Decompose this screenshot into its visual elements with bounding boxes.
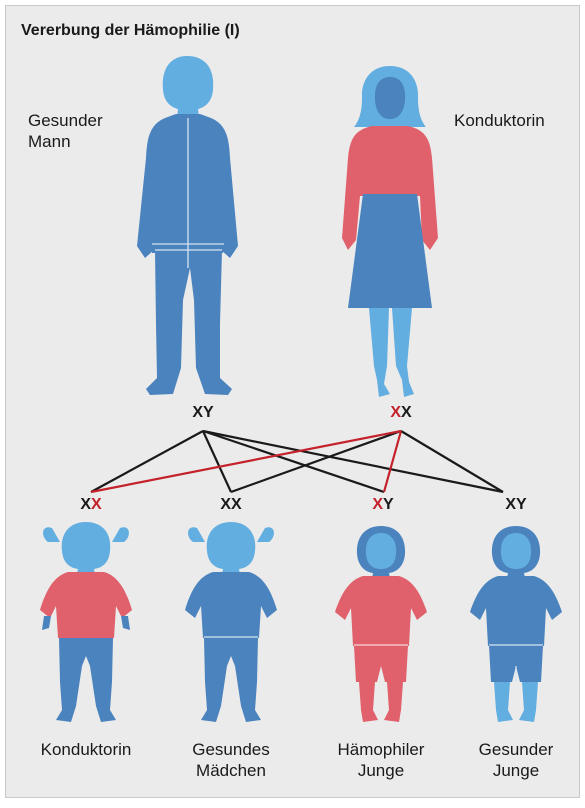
mother-figure xyxy=(342,66,438,397)
mother-allele-2: X xyxy=(401,404,412,421)
child-4-allele-1: X xyxy=(505,496,516,513)
child-2-allele-1: X xyxy=(220,496,231,513)
father-figure xyxy=(137,56,238,395)
child-caption-4: Gesunder Junge xyxy=(451,739,581,781)
child-4-allele-2: Y xyxy=(516,496,527,513)
child-4-caption-line1: Gesunder xyxy=(478,740,554,759)
child-figure-4 xyxy=(470,526,562,722)
child-2-allele-2: X xyxy=(231,496,242,513)
diagram-panel: Vererbung der Hämophilie (I) xyxy=(5,5,580,798)
father-label-line2: Mann xyxy=(28,132,71,151)
mother-label: Konduktorin xyxy=(454,111,545,130)
child-2-caption-line1: Gesundes xyxy=(192,740,270,759)
father-trousers xyxy=(146,250,232,395)
mother-face xyxy=(374,77,406,119)
child-caption-1: Konduktorin xyxy=(21,739,151,760)
mother-genotype: XX xyxy=(381,404,421,422)
diagram-title: Vererbung der Hämophilie (I) xyxy=(21,22,240,39)
father-head xyxy=(162,56,214,118)
child-4-caption-line2: Junge xyxy=(492,761,540,780)
child-caption-3: Hämophiler Junge xyxy=(316,739,446,781)
child-figure-2 xyxy=(185,522,277,722)
father-allele-1: X xyxy=(192,404,203,421)
child-figure-1 xyxy=(40,522,132,722)
child-1-allele-2: X xyxy=(91,496,102,513)
father-allele-2: Y xyxy=(203,404,214,421)
child-genotype-4: XY xyxy=(496,496,536,514)
child-3-allele-1: X xyxy=(372,496,383,513)
child-3-caption-line2: Junge xyxy=(357,761,405,780)
child-3-caption-line1: Hämophiler xyxy=(337,740,425,759)
mother-skirt xyxy=(348,194,432,308)
mother-allele-1: X xyxy=(390,404,401,421)
child-figure-3 xyxy=(335,526,427,722)
child-2-caption-line2: Mädchen xyxy=(196,761,266,780)
child-genotype-1: XX xyxy=(71,496,111,514)
child-genotype-3: XY xyxy=(363,496,403,514)
child-caption-2: Gesundes Mädchen xyxy=(166,739,296,781)
father-label: Gesunder Mann xyxy=(28,110,103,152)
mother-blouse xyxy=(342,126,438,250)
inheritance-lines xyxy=(90,429,504,494)
father-genotype: XY xyxy=(183,404,223,422)
child-3-allele-2: Y xyxy=(383,496,394,513)
child-genotype-2: XX xyxy=(211,496,251,514)
mother-legs xyxy=(369,308,414,397)
father-label-line1: Gesunder xyxy=(28,111,103,130)
child-1-caption-line1: Konduktorin xyxy=(40,740,132,759)
child-1-allele-1: X xyxy=(80,496,91,513)
pedigree-illustration xyxy=(40,56,562,722)
